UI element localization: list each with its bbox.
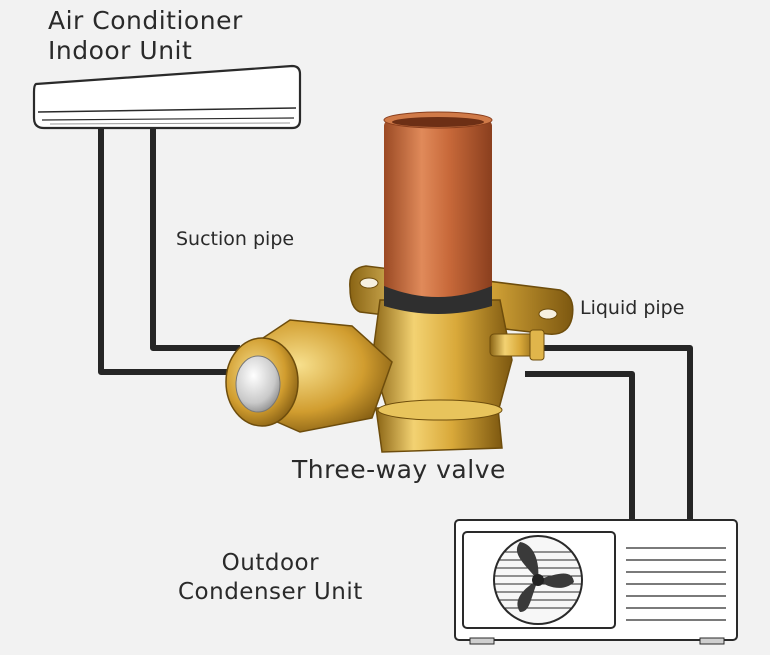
indoor-unit-label-line1: Air Conditioner <box>48 6 243 35</box>
indoor-unit-icon <box>32 64 302 130</box>
three-way-valve-label: Three-way valve <box>292 455 506 484</box>
liquid-pipe-line-lower <box>525 371 635 525</box>
indoor-unit-label: Air Conditioner Indoor Unit <box>48 6 243 66</box>
indoor-unit-label-line2: Indoor Unit <box>48 36 193 65</box>
indoor-line-left <box>98 128 240 375</box>
outdoor-unit-label-line1: Outdoor <box>221 550 320 576</box>
outdoor-unit-label-line2: Condenser Unit <box>178 579 363 605</box>
liquid-pipe-label: Liquid pipe <box>580 297 685 319</box>
fan-blades-icon <box>516 542 574 612</box>
pipe-lines <box>98 128 693 525</box>
outdoor-unit-label: Outdoor Condenser Unit <box>178 549 363 607</box>
three-way-valve-icon <box>225 111 574 453</box>
outdoor-unit-icon <box>454 519 738 645</box>
suction-pipe-label: Suction pipe <box>176 228 295 250</box>
liquid-pipe-line-upper <box>540 345 693 525</box>
suction-pipe-line <box>150 128 240 351</box>
